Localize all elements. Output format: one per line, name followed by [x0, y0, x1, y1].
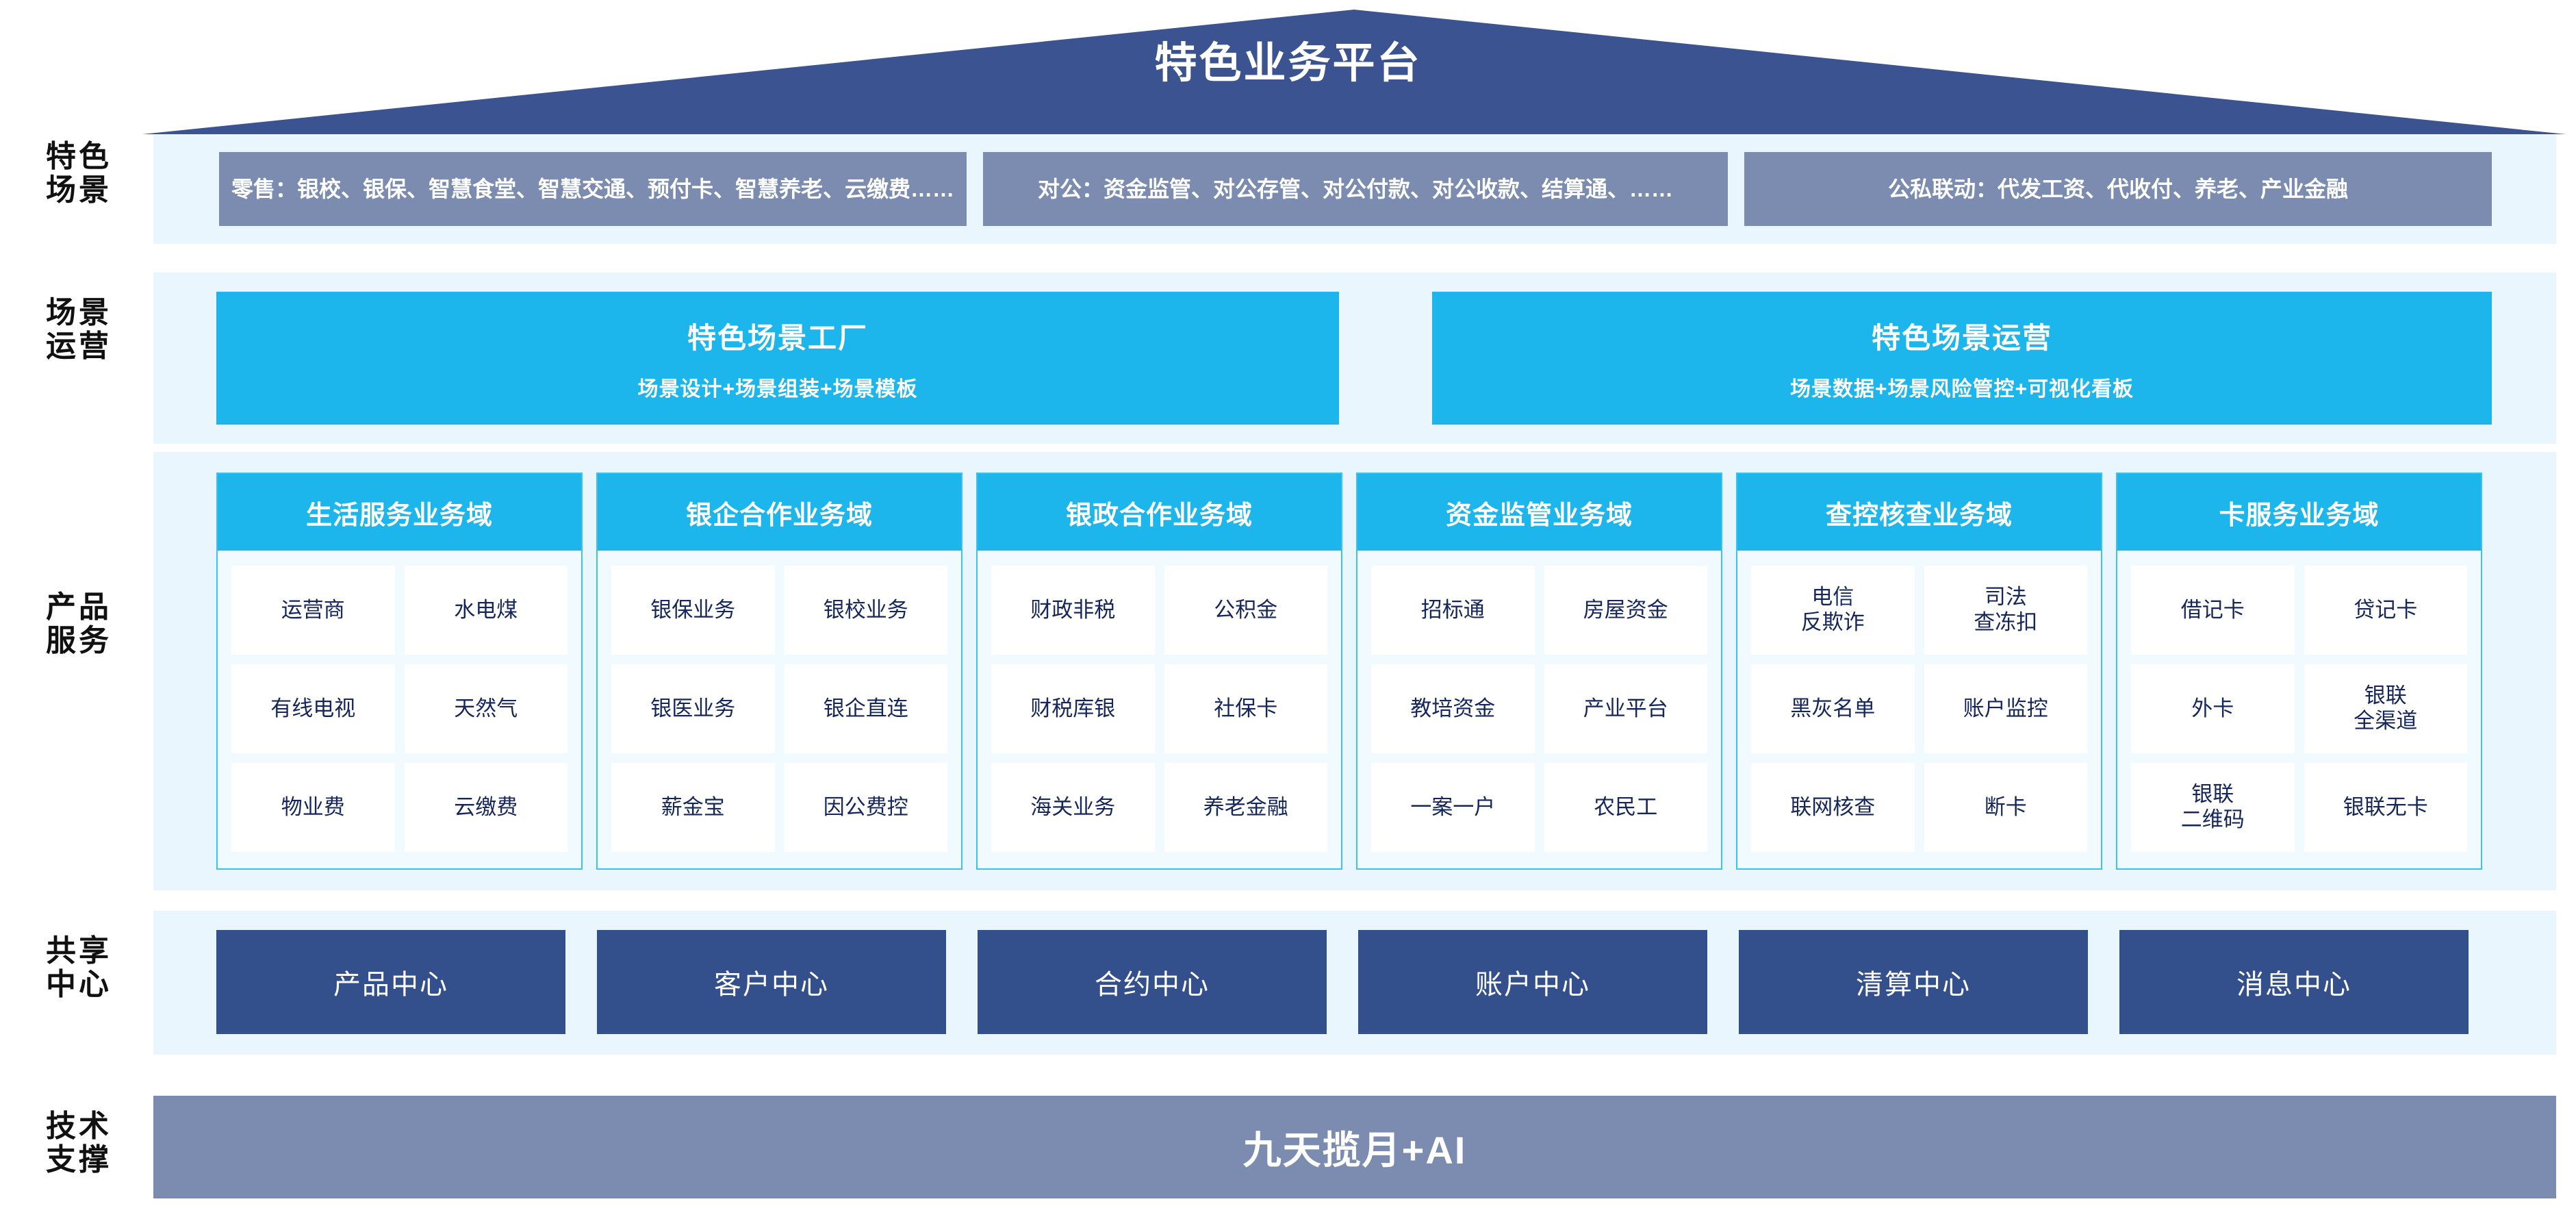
domain-item[interactable]: 教培资金 [1371, 664, 1535, 753]
scene-box-public[interactable]: 对公：资金监管、对公存管、对公付款、对公收款、结算通、…… [983, 152, 1728, 226]
domain-grid-card-service: 借记卡 贷记卡 外卡 银联 全渠道 银联 二维码 银联无卡 [2117, 551, 2481, 868]
domain-column-card-service[interactable]: 卡服务业务域 借记卡 贷记卡 外卡 银联 全渠道 银联 二维码 银联无卡 [2116, 473, 2482, 870]
domain-item[interactable]: 物业费 [231, 763, 395, 852]
domain-item[interactable]: 银校业务 [784, 566, 947, 655]
domain-title-life-service: 生活服务业务域 [218, 474, 581, 551]
shared-centers-band: 产品中心 客户中心 合约中心 账户中心 清算中心 消息中心 [153, 911, 2556, 1055]
center-box-contract[interactable]: 合约中心 [978, 930, 1327, 1034]
domain-grid-investigation-control: 电信 反欺诈 司法 查冻扣 黑灰名单 账户监控 联网核查 断卡 [1737, 551, 2101, 868]
domain-column-investigation-control[interactable]: 查控核查业务域 电信 反欺诈 司法 查冻扣 黑灰名单 账户监控 联网核查 断卡 [1736, 473, 2102, 870]
domain-item[interactable]: 天然气 [404, 664, 568, 753]
domain-item[interactable]: 因公费控 [784, 763, 947, 852]
domain-item[interactable]: 房屋资金 [1544, 566, 1707, 655]
center-box-message[interactable]: 消息中心 [2119, 930, 2469, 1034]
domain-item[interactable]: 银企直连 [784, 664, 947, 753]
domain-item[interactable]: 联网核查 [1751, 763, 1915, 852]
domain-item[interactable]: 财政非税 [991, 566, 1155, 655]
center-box-account[interactable]: 账户中心 [1358, 930, 1707, 1034]
domain-item[interactable]: 社保卡 [1164, 664, 1327, 753]
row-label-operations: 场景 运营 [46, 296, 112, 364]
operations-band: 特色场景工厂 场景设计+场景组装+场景模板 特色场景运营 场景数据+场景风险管控… [153, 273, 2556, 444]
products-band: 生活服务业务域 运营商 水电煤 有线电视 天然气 物业费 云缴费 银企合作业务域… [153, 452, 2556, 890]
domain-item[interactable]: 运营商 [231, 566, 395, 655]
domain-column-life-service[interactable]: 生活服务业务域 运营商 水电煤 有线电视 天然气 物业费 云缴费 [216, 473, 583, 870]
domain-item[interactable]: 一案一户 [1371, 763, 1535, 852]
center-box-clearing[interactable]: 清算中心 [1739, 930, 2088, 1034]
center-box-product[interactable]: 产品中心 [216, 930, 565, 1034]
roof-banner [142, 10, 2566, 134]
domain-item[interactable]: 薪金宝 [611, 763, 775, 852]
scene-box-linkage[interactable]: 公私联动：代发工资、代收付、养老、产业金融 [1744, 152, 2492, 226]
row-label-scenes: 特色 场景 [46, 140, 112, 208]
ops-subtitle-scene-operation: 场景数据+场景风险管控+可视化看板 [1789, 377, 2134, 401]
domain-item[interactable]: 产业平台 [1544, 664, 1707, 753]
domain-item[interactable]: 养老金融 [1164, 763, 1327, 852]
domain-item[interactable]: 云缴费 [404, 763, 568, 852]
tech-support-text: 九天揽月+AI [1242, 1128, 1467, 1172]
domain-item[interactable]: 银保业务 [611, 566, 775, 655]
domain-item[interactable]: 有线电视 [231, 664, 395, 753]
ops-title-scene-operation: 特色场景运营 [1871, 321, 2052, 354]
center-box-customer[interactable]: 客户中心 [597, 930, 946, 1034]
domain-item[interactable]: 黑灰名单 [1751, 664, 1915, 753]
ops-title-scene-factory: 特色场景工厂 [687, 321, 868, 354]
domain-item[interactable]: 借记卡 [2131, 566, 2295, 655]
domain-item[interactable]: 招标通 [1371, 566, 1535, 655]
domain-title-investigation-control: 查控核查业务域 [1737, 474, 2101, 551]
domain-grid-bank-enterprise: 银保业务 银校业务 银医业务 银企直连 薪金宝 因公费控 [598, 551, 961, 868]
domain-grid-life-service: 运营商 水电煤 有线电视 天然气 物业费 云缴费 [218, 551, 581, 868]
scene-box-retail[interactable]: 零售：银校、银保、智慧食堂、智慧交通、预付卡、智慧养老、云缴费…… [219, 152, 967, 226]
domain-grid-fund-supervision: 招标通 房屋资金 教培资金 产业平台 一案一户 农民工 [1357, 551, 1721, 868]
ops-box-scene-factory[interactable]: 特色场景工厂 场景设计+场景组装+场景模板 [216, 292, 1339, 425]
domain-item[interactable]: 银联无卡 [2304, 763, 2467, 852]
domain-item[interactable]: 农民工 [1544, 763, 1707, 852]
domain-item[interactable]: 银医业务 [611, 664, 775, 753]
domain-title-bank-enterprise: 银企合作业务域 [598, 474, 961, 551]
domain-item[interactable]: 贷记卡 [2304, 566, 2467, 655]
domain-title-card-service: 卡服务业务域 [2117, 474, 2481, 551]
domain-item[interactable]: 断卡 [1924, 763, 2087, 852]
scenes-band: 零售：银校、银保、智慧食堂、智慧交通、预付卡、智慧养老、云缴费…… 对公：资金监… [153, 134, 2556, 244]
row-label-products: 产品 服务 [46, 590, 112, 658]
row-label-shared-centers: 共享 中心 [46, 934, 112, 1002]
tech-support-band[interactable]: 九天揽月+AI [153, 1096, 2556, 1198]
domain-title-fund-supervision: 资金监管业务域 [1357, 474, 1721, 551]
domain-item[interactable]: 公积金 [1164, 566, 1327, 655]
domain-item[interactable]: 财税库银 [991, 664, 1155, 753]
domain-item[interactable]: 外卡 [2131, 664, 2295, 753]
domain-title-bank-government: 银政合作业务域 [978, 474, 1341, 551]
domain-column-bank-enterprise[interactable]: 银企合作业务域 银保业务 银校业务 银医业务 银企直连 薪金宝 因公费控 [596, 473, 962, 870]
ops-box-scene-operation[interactable]: 特色场景运营 场景数据+场景风险管控+可视化看板 [1432, 292, 2492, 425]
domain-column-fund-supervision[interactable]: 资金监管业务域 招标通 房屋资金 教培资金 产业平台 一案一户 农民工 [1356, 473, 1722, 870]
domain-item[interactable]: 海关业务 [991, 763, 1155, 852]
ops-subtitle-scene-factory: 场景设计+场景组装+场景模板 [637, 377, 918, 401]
domain-column-bank-government[interactable]: 银政合作业务域 财政非税 公积金 财税库银 社保卡 海关业务 养老金融 [976, 473, 1342, 870]
domain-item[interactable]: 账户监控 [1924, 664, 2087, 753]
row-label-tech-support: 技术 支撑 [46, 1109, 112, 1177]
domain-item[interactable]: 水电煤 [404, 566, 568, 655]
page-title: 特色业务平台 [1154, 40, 1422, 87]
domain-item[interactable]: 银联 二维码 [2131, 763, 2295, 852]
domain-item[interactable]: 银联 全渠道 [2304, 664, 2467, 753]
domain-item[interactable]: 司法 查冻扣 [1924, 566, 2087, 655]
domain-grid-bank-government: 财政非税 公积金 财税库银 社保卡 海关业务 养老金融 [978, 551, 1341, 868]
domain-item[interactable]: 电信 反欺诈 [1751, 566, 1915, 655]
